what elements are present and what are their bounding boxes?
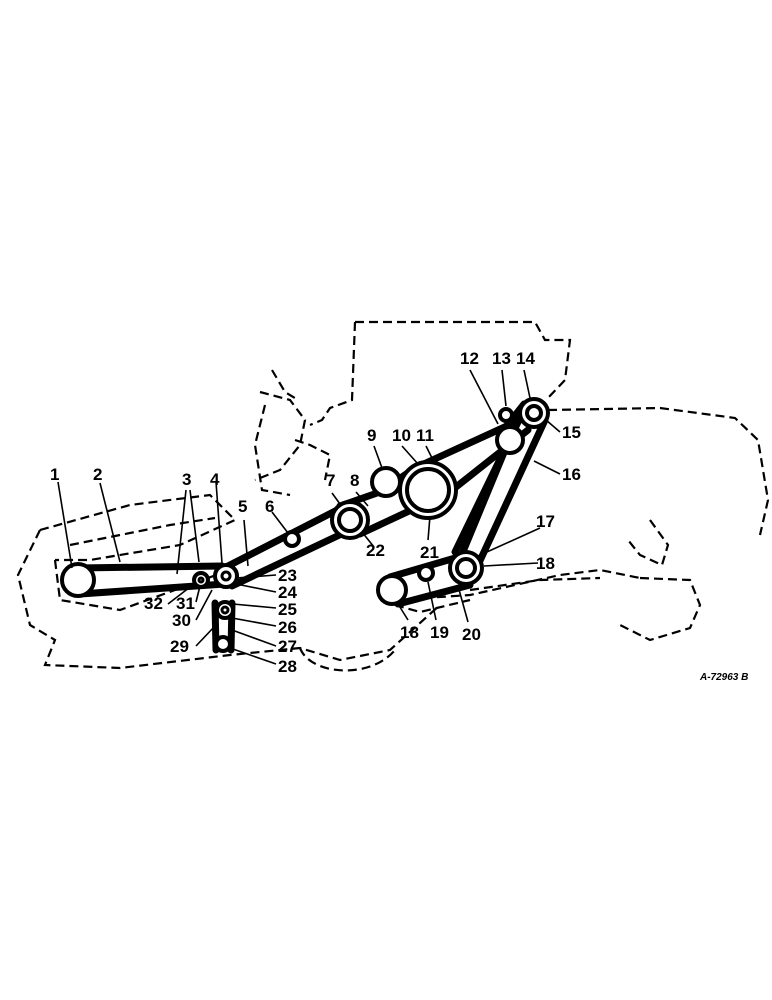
pulley-18-lower	[376, 574, 408, 606]
figure-reference-code: A-72963 B	[699, 672, 748, 683]
pulley-28	[214, 635, 232, 653]
callout-15: 15	[562, 423, 581, 442]
callout-17: 17	[536, 512, 555, 531]
callout-25: 25	[278, 600, 297, 619]
callout-labels: 1 2 3 4 5 6 7 8 9 10 11 12 13 14 15 16 1…	[50, 349, 581, 676]
callout-16: 16	[562, 465, 581, 484]
combine-outline	[16, 320, 770, 672]
pulley-9	[370, 466, 402, 498]
callout-26: 26	[278, 618, 297, 637]
callout-1: 1	[50, 465, 59, 484]
callout-14: 14	[516, 349, 535, 368]
callout-5: 5	[238, 497, 247, 516]
callout-10: 10	[392, 426, 411, 445]
pulleys	[60, 397, 550, 653]
callout-23: 23	[278, 566, 297, 585]
callout-11: 11	[416, 426, 434, 445]
callout-12: 12	[460, 349, 479, 368]
callout-30: 30	[172, 611, 191, 630]
pulley-13	[498, 407, 514, 423]
callout-9: 9	[367, 426, 376, 445]
callout-4: 4	[210, 470, 220, 489]
callout-24: 24	[278, 583, 297, 602]
callout-6: 6	[265, 497, 274, 516]
pulley-19	[417, 564, 435, 582]
callout-2: 2	[93, 465, 102, 484]
callout-20: 20	[462, 625, 481, 644]
callout-8: 8	[350, 471, 359, 490]
callout-28: 28	[278, 657, 297, 676]
callout-27: 27	[278, 637, 297, 656]
callout-3: 3	[182, 470, 191, 489]
callout-32: 32	[144, 594, 163, 613]
callout-19: 19	[430, 623, 449, 642]
callout-7: 7	[326, 471, 335, 490]
pulley-1	[60, 562, 96, 598]
leader-lines	[57, 369, 561, 665]
pulley-6	[283, 530, 301, 548]
pulley-12	[495, 425, 525, 455]
callout-13: 13	[492, 349, 511, 368]
callout-29: 29	[170, 637, 189, 656]
callout-21: 21	[420, 543, 439, 562]
callout-31: 31	[176, 594, 195, 613]
callout-22: 22	[366, 541, 385, 560]
callout-18-right: 18	[536, 554, 555, 573]
callout-18-lower: 18	[400, 623, 419, 642]
